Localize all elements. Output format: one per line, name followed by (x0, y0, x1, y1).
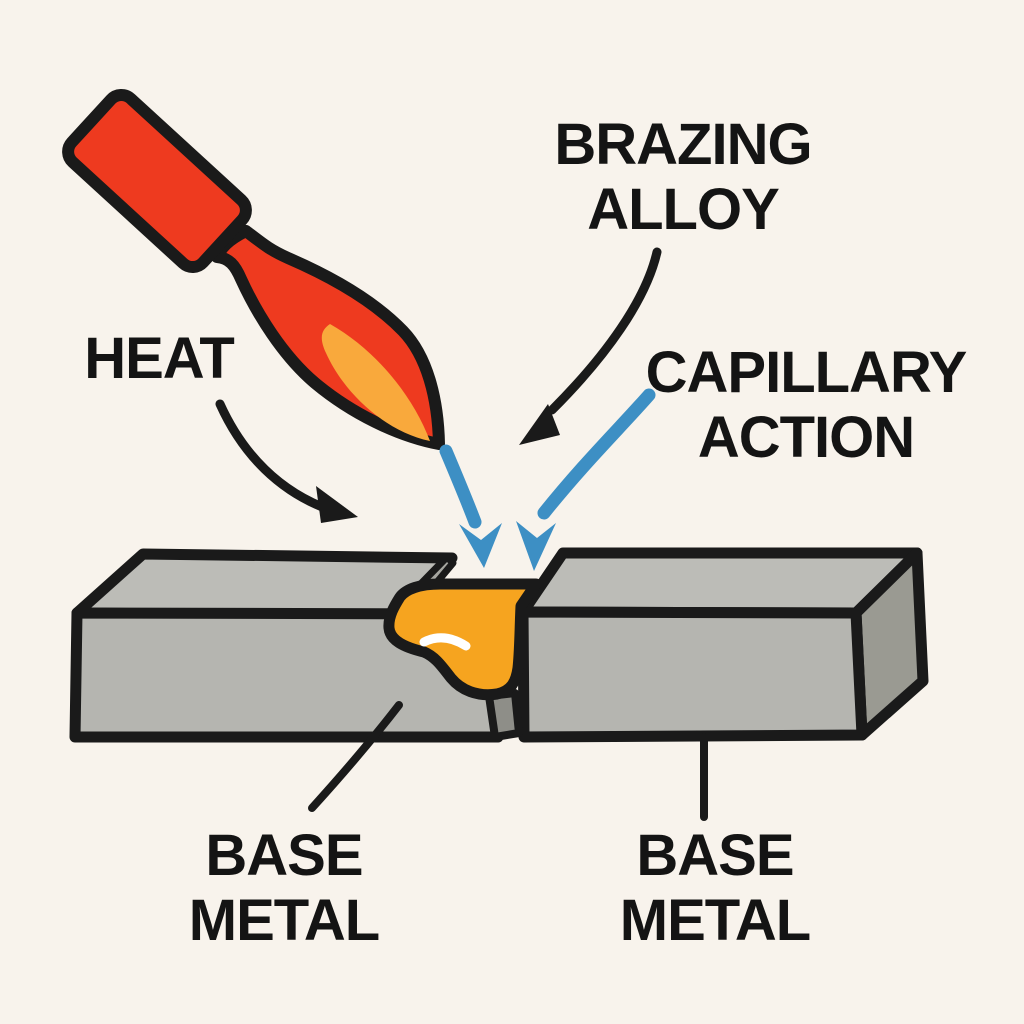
heat-arrow (215, 399, 358, 523)
brazing-alloy-arrow (519, 247, 662, 445)
heat-label: HEAT (84, 326, 235, 391)
heat-arrow-stem (215, 399, 335, 515)
heat-arrowhead (316, 486, 358, 523)
capillary-action-label-line1: CAPILLARY (645, 340, 968, 405)
base-metal-right-label-line1: BASE (636, 823, 794, 888)
capillary-arrow-right-stem (537, 388, 656, 520)
base-metal-right-label-line2: METAL (619, 888, 811, 953)
capillary-arrow-right-head (516, 521, 556, 571)
capillary-arrow-left-head (459, 523, 502, 568)
capillary-action-arrows (439, 388, 656, 571)
brazing-alloy-arrowhead (519, 404, 560, 445)
base-metal-right-label: BASE METAL (619, 823, 811, 953)
brazing-alloy-label-line2: ALLOY (587, 177, 780, 242)
base-metal-right-block (517, 547, 929, 743)
capillary-action-label-line2: ACTION (697, 405, 915, 470)
base-metal-left-label-line1: BASE (205, 823, 363, 888)
leader-line-left (308, 701, 403, 812)
torch-flame-icon (62, 88, 445, 450)
brazing-alloy-arrow-stem (547, 247, 662, 415)
capillary-action-label: CAPILLARY ACTION (645, 340, 968, 470)
alloy-highlight (419, 633, 471, 651)
right-block-front-face (517, 606, 868, 743)
base-metal-left-label-line2: METAL (188, 888, 380, 953)
base-metal-left-label: BASE METAL (188, 823, 380, 953)
brazing-alloy-label-line1: BRAZING (554, 112, 812, 177)
torch-flame-inner (321, 324, 430, 441)
capillary-arrow-left-stem (439, 444, 482, 529)
heat-label-text: HEAT (84, 326, 235, 391)
brazing-alloy-label: BRAZING ALLOY (554, 112, 812, 242)
torch-handle (62, 88, 252, 274)
